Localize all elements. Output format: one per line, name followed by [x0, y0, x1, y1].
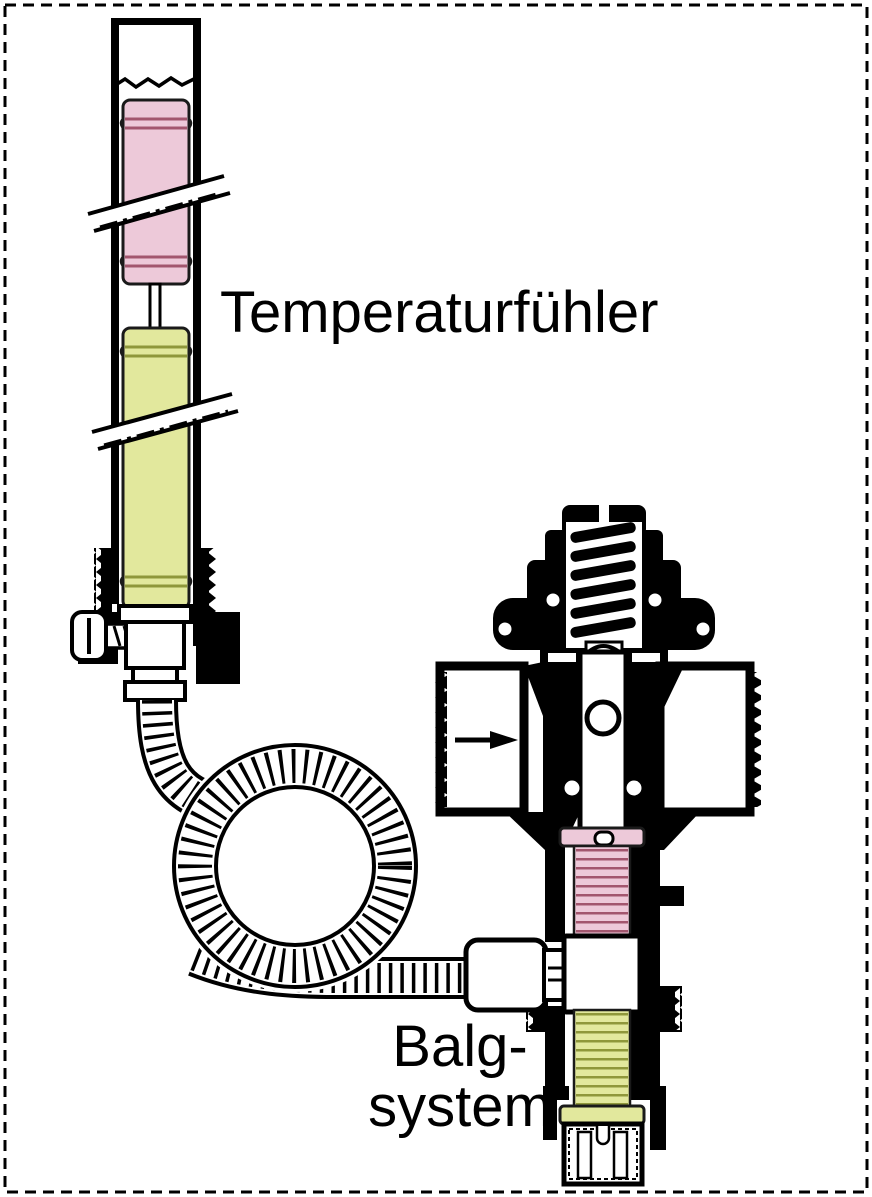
gland-seal-right	[623, 777, 645, 799]
sensor-yellow-bellows	[119, 326, 193, 610]
valve-body-center	[505, 662, 700, 850]
capillary-tube	[136, 699, 472, 999]
temperature-sensor	[70, 18, 240, 702]
stem-hole	[584, 699, 622, 737]
valve-lower-housing	[526, 840, 684, 1150]
valve-bottom-fitting	[561, 1121, 645, 1187]
sensor-break-line-lower	[91, 392, 239, 451]
label-balg-line1: Balg-	[392, 1014, 527, 1079]
valve-stem	[577, 644, 629, 845]
capillary-coil	[169, 740, 421, 992]
sensor-break-line-upper	[87, 174, 231, 233]
tube-break-wave	[113, 75, 195, 90]
label-temperaturfuehler: Temperaturfühler	[220, 280, 658, 345]
sensor-bottom-fitting	[117, 604, 193, 702]
label-balg-line2: system	[368, 1074, 552, 1139]
sensor-rod	[148, 282, 162, 332]
valve-spring	[566, 522, 642, 650]
sensor-pink-bellows	[119, 98, 193, 286]
gland-seal-left	[561, 777, 583, 799]
valve-yellow-bellows	[558, 1008, 646, 1126]
valve-right-port	[655, 661, 761, 817]
valve	[432, 503, 761, 1187]
capillary-connector	[463, 933, 643, 1015]
labels: Temperaturfühler Balg- system	[220, 280, 658, 1139]
flow-direction-arrow-icon	[455, 731, 518, 749]
sensor-tube	[111, 18, 201, 646]
